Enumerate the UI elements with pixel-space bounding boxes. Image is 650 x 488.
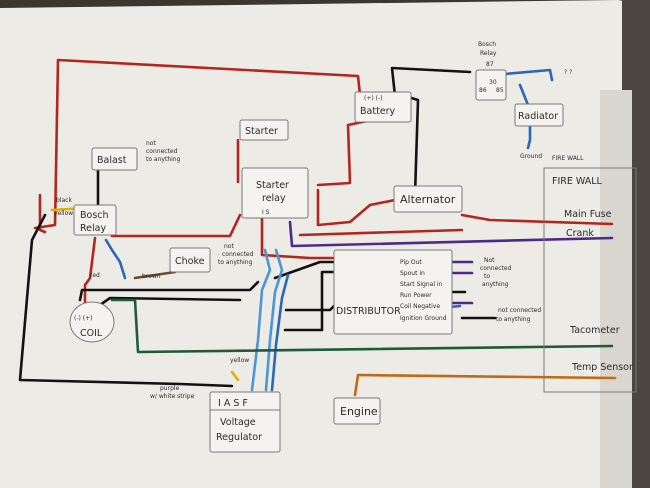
starter-relay-label-2: relay [262, 193, 286, 204]
ballast-note-2: connected [146, 148, 178, 155]
distributor-note1-3: to [484, 273, 490, 280]
ground-label: Ground [520, 153, 542, 160]
crank-label: Crank [566, 228, 594, 239]
fire-wall-box [543, 167, 637, 393]
coil-terminals: (-) (+) [74, 315, 92, 322]
wire-red-alt-to-fuse [298, 228, 464, 237]
wire-orange-temp [353, 373, 617, 397]
choke-note-1: not [224, 243, 234, 250]
bosch-relay-left-box [73, 204, 117, 236]
wire-blue-left-coil [104, 238, 127, 280]
wire-blue-vr-3 [270, 273, 290, 392]
distributor-note2-1: not connected [498, 307, 541, 314]
engine-label: Engine [340, 405, 378, 418]
ballast-label: Balast [97, 155, 127, 166]
distributor-note1-1: Not [484, 257, 495, 264]
wire-red-relay-alternator [316, 188, 397, 227]
battery-box [354, 91, 412, 123]
bosch-relay-top-label-1: Bosch [478, 41, 496, 48]
engine-box [333, 397, 381, 425]
voltage-regulator-box [209, 391, 281, 453]
purple-label-1: purple [160, 385, 180, 392]
wire-black-coil-top [78, 280, 260, 302]
voltage-regulator-label-1: Voltage [220, 417, 256, 428]
choke-note-2: connected [222, 251, 254, 258]
wire-red-top-loop [33, 58, 362, 230]
bosch-relay-left-label-2: Relay [80, 223, 106, 234]
starter-relay-terminals: I S [262, 209, 270, 216]
ballast-note-3: to anything [146, 156, 181, 163]
wire-green-tacho [110, 298, 614, 354]
main-fuse-label: Main Fuse [564, 209, 612, 220]
question-marks: ? ? [564, 69, 572, 76]
wire-red-bosch-relay [110, 213, 242, 238]
distributor-terminal-6: Ignition Ground [400, 315, 447, 322]
wire-black-coil-mid [98, 296, 242, 307]
wire-black-battery-alt [390, 66, 472, 98]
ballast-box [91, 147, 138, 171]
wire-red-relay-i [260, 216, 347, 260]
brown-wire-label: brown [142, 273, 161, 280]
red-wire-label: red [90, 272, 100, 279]
bosch-pin-30: 30 [489, 79, 497, 86]
radiator-box [514, 103, 564, 127]
wire-red-left-drop [38, 193, 47, 234]
wire-brown-choke [133, 270, 177, 280]
tachometer-label: Tacometer [569, 325, 620, 336]
starter-relay-label-1: Starter [256, 180, 289, 191]
bosch-pin-85: 85 [496, 87, 504, 94]
paper-gray-strip [600, 90, 632, 488]
distributor-terminal-4: Run Power [400, 292, 432, 299]
fire-wall-label: FIRE WALL [552, 176, 603, 187]
bosch-pin-87: 87 [486, 61, 494, 68]
wire-blue-vr-2 [264, 248, 284, 392]
purple-label-2: w/ white stripe [150, 393, 195, 400]
fire-wall-faded-label: FIRE WALL [552, 155, 584, 162]
bosch-pin-86: 86 [479, 87, 487, 94]
distributor-note1-4: anything [482, 281, 509, 288]
distributor-terminal-1: Pip Out [400, 259, 422, 266]
alternator-box [393, 185, 463, 213]
alternator-label: Alternator [400, 193, 456, 206]
wire-blue-vr-1 [250, 248, 272, 392]
radiator-label: Radiator [518, 111, 558, 122]
yellow-vr-label: yellow [230, 357, 249, 364]
choke-box [169, 247, 211, 273]
wire-red-bosch-coil [83, 236, 97, 312]
ballast-note-1: not [146, 140, 156, 147]
wire-blue-ground [526, 120, 532, 150]
voltage-regulator-terminals: I A S F [218, 398, 248, 409]
wire-red-main-fuse [460, 213, 614, 226]
choke-label: Choke [175, 256, 205, 267]
distributor-terminal-2: Spout in [400, 270, 425, 277]
distributor-box [333, 249, 453, 335]
coil-shape [69, 301, 115, 343]
temp-sensor-label: Temp Sensor [571, 362, 633, 373]
distributor-terminal-3: Start Signal in [400, 281, 443, 288]
wire-black-left-long [18, 213, 234, 388]
distributor-label: DISTRIBUTOR [336, 306, 401, 317]
distributor-terminal-5: Coil Negative [400, 303, 440, 310]
starter-relay-box [241, 167, 309, 219]
distributor-note1-2: connected [480, 265, 512, 272]
starter-box [239, 119, 289, 141]
black-wire-label: black [56, 197, 72, 204]
coil-label: COIL [80, 328, 103, 339]
wire-yellow-vr [230, 370, 240, 382]
distributor-note2-2: to anything [496, 316, 531, 323]
wire-purple-crank [288, 220, 614, 248]
yellow-wire-label: yellow [54, 210, 73, 217]
bosch-relay-top-label-2: Relay [480, 50, 497, 57]
wire-blue-bosch-top [503, 68, 554, 82]
choke-note-3: to anything [218, 259, 253, 266]
bosch-relay-left-label-1: Bosch [80, 210, 109, 221]
bosch-relay-top-box [475, 69, 507, 101]
battery-label: Battery [360, 106, 396, 117]
battery-terminals: (+) (-) [364, 95, 382, 102]
voltage-regulator-label-2: Regulator [216, 432, 262, 443]
starter-label: Starter [245, 126, 278, 137]
